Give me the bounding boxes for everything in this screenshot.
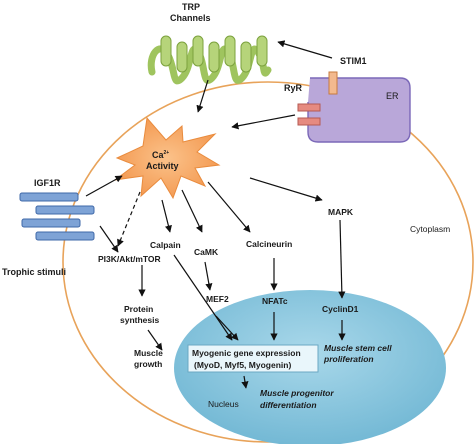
label-er: ER <box>386 91 399 101</box>
label-mapk: MAPK <box>328 207 354 217</box>
label-stem-1: Muscle stem cell <box>324 343 392 353</box>
label-cytoplasm: Cytoplasm <box>410 224 450 234</box>
label-myogenic-1: Myogenic gene expression <box>192 348 301 358</box>
label-igf1r: IGF1R <box>34 178 61 188</box>
ryr-block-bottom <box>297 117 321 126</box>
label-calpain: Calpain <box>150 240 181 250</box>
label-pi3k: PI3K/Akt/mTOR <box>98 254 161 264</box>
stim1-block <box>328 71 338 95</box>
label-stim1: STIM1 <box>340 56 367 66</box>
label-stem-2: proliferation <box>323 354 374 364</box>
label-protein: Protein <box>124 304 153 314</box>
label-activity: Activity <box>146 161 179 171</box>
calcium-starburst <box>114 116 221 200</box>
label-myogenic-2: (MyoD, Myf5, Myogenin) <box>194 360 291 370</box>
label-nucleus: Nucleus <box>208 399 239 409</box>
ryr-block-top <box>297 103 321 112</box>
label-cyclind1: CyclinD1 <box>322 304 359 314</box>
label-progenitor-2: differentiation <box>260 400 317 410</box>
igf1r-receptor-icon <box>19 192 95 241</box>
trp-channel-icon <box>147 35 272 85</box>
label-progenitor-1: Muscle progenitor <box>260 388 334 398</box>
label-camk: CaMK <box>194 247 219 257</box>
label-growth: growth <box>134 359 162 369</box>
label-mef2: MEF2 <box>206 294 229 304</box>
label-channels: Channels <box>170 13 211 23</box>
arrows <box>85 40 346 389</box>
label-trophic: Trophic stimuli <box>2 267 66 277</box>
label-nfatc: NFATc <box>262 296 288 306</box>
label-ca: Ca2+ <box>152 150 169 160</box>
label-muscle: Muscle <box>134 348 163 358</box>
label-trp: TRP <box>182 2 200 12</box>
label-ryr: RyR <box>284 83 303 93</box>
label-calcineurin: Calcineurin <box>246 239 292 249</box>
myogenic-box <box>187 344 319 373</box>
label-synthesis: synthesis <box>120 315 159 325</box>
er-compartment <box>307 77 411 143</box>
